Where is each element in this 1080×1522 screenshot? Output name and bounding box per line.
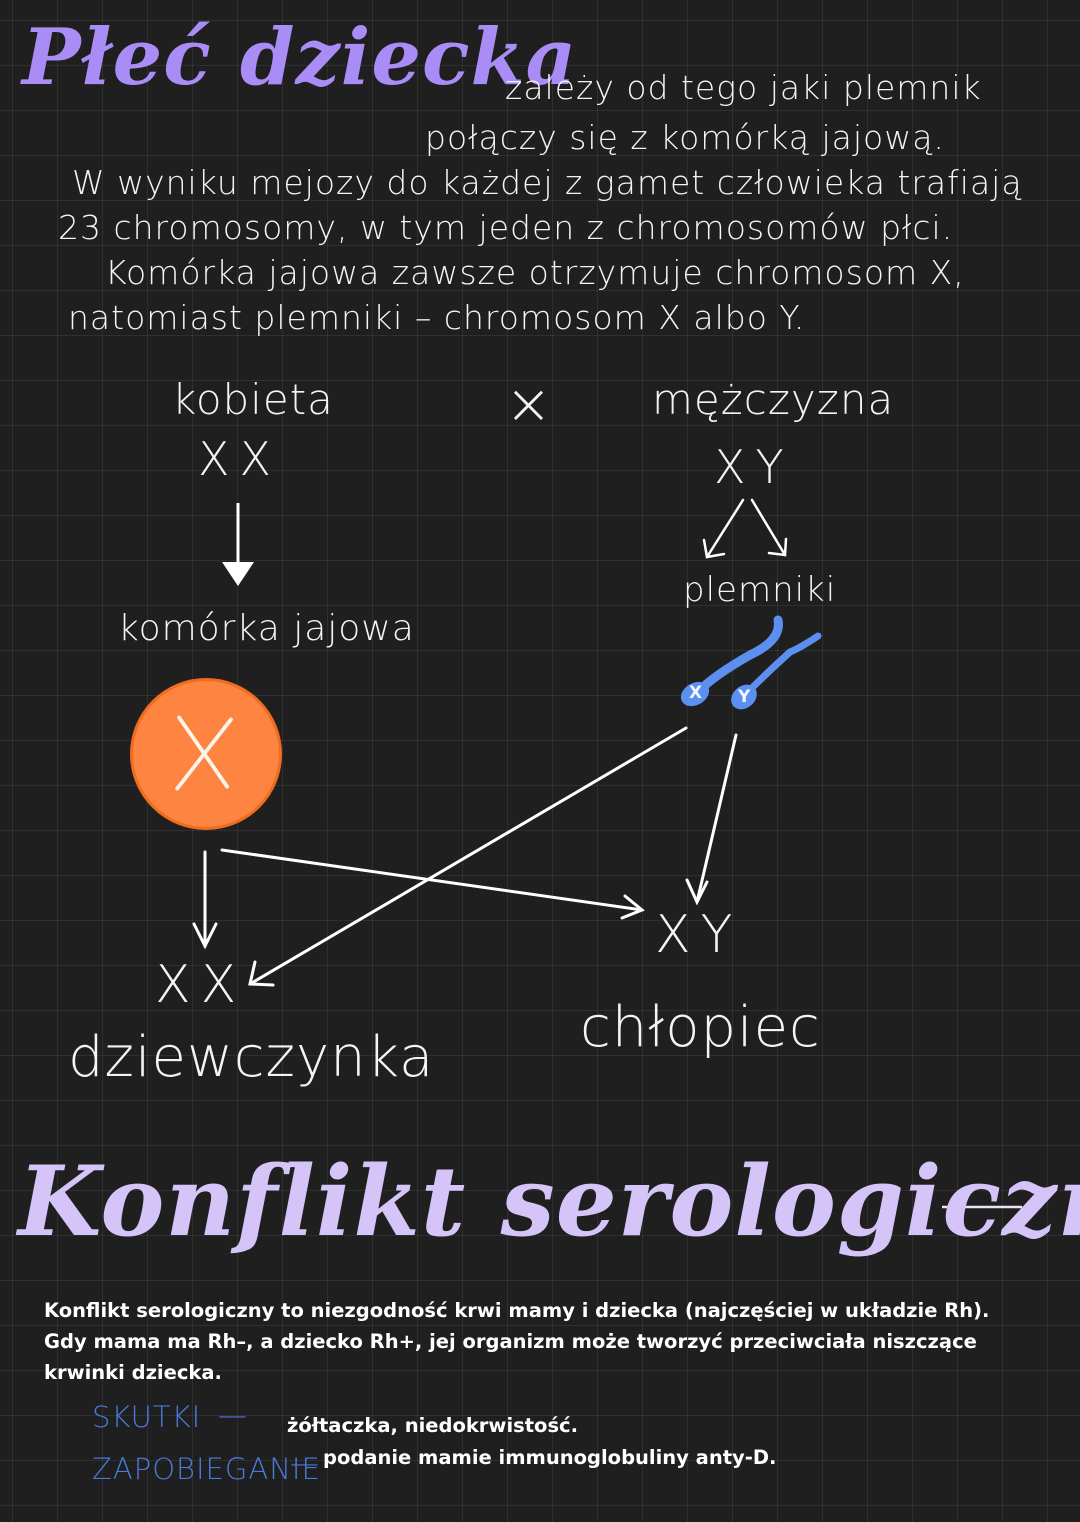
sperm-x-to-daughter-arrow (248, 726, 688, 987)
daughter-label: dziewczynka (68, 1025, 435, 1090)
intro-line-2: połączy się z komórką jajową. (425, 118, 945, 157)
female-label: kobieta (172, 375, 334, 424)
egg-to-daughter-arrow (192, 850, 218, 950)
paragraph-line-2: Gdy mama ma Rh–, a dziecko Rh+, jej orga… (44, 1330, 977, 1353)
sperm-y-icon (731, 632, 822, 710)
egg-label: komórka jajowa (118, 608, 415, 649)
section-title-serological-conflict: Konflikt serologiczny (18, 1145, 1080, 1258)
egg-x-chromosome-icon (175, 715, 233, 791)
sperm-x-icon (680, 615, 783, 707)
paragraph-line-3: krwinki dziecka. (44, 1361, 222, 1384)
intro-line-4: 23 chromosomy, w tym jeden z chromosomów… (58, 208, 954, 247)
prevention-label: ZAPOBIEGANIE (92, 1452, 321, 1486)
prevention-text: podanie mamie immunoglobuliny anty-D. (323, 1446, 777, 1469)
female-chromosomes: XX (198, 432, 282, 486)
intro-line-3: W wyniku mejozy do każdej z gamet człowi… (72, 163, 1023, 202)
effects-dash: — (218, 1398, 248, 1432)
daughter-chromosomes: XX (155, 955, 247, 1015)
sperm-y-to-son-arrow (685, 733, 738, 906)
egg-cell (130, 678, 282, 830)
prevention-dash: — (290, 1446, 320, 1480)
page-title: Płeć dziecka (22, 12, 578, 103)
egg-to-son-arrow (220, 848, 645, 920)
male-chromosomes: XY (714, 440, 794, 494)
split-arrows-icon (702, 498, 788, 559)
effects-label: SKUTKI (92, 1400, 202, 1434)
effects-text: żółtaczka, niedokrwistość. (287, 1414, 579, 1437)
sperm-label: plemniki (683, 570, 837, 610)
intro-line-6: natomiast plemniki – chromosom X albo Y. (68, 298, 806, 337)
paragraph-line-1: Konflikt serologiczny to niezgodność krw… (44, 1299, 990, 1322)
down-arrow-icon (222, 503, 254, 586)
sperm-x-letter: X (689, 683, 703, 703)
intro-line-1: zależy od tego jaki plemnik (505, 68, 982, 107)
sperm-y-letter: Y (738, 687, 751, 707)
son-label: chłopiec (580, 995, 821, 1060)
cross-symbol: × (505, 372, 553, 437)
intro-line-5: Komórka jajowa zawsze otrzymuje chromoso… (105, 253, 965, 292)
male-label: mężczyzna (652, 375, 895, 424)
son-chromosomes: XY (655, 905, 743, 965)
